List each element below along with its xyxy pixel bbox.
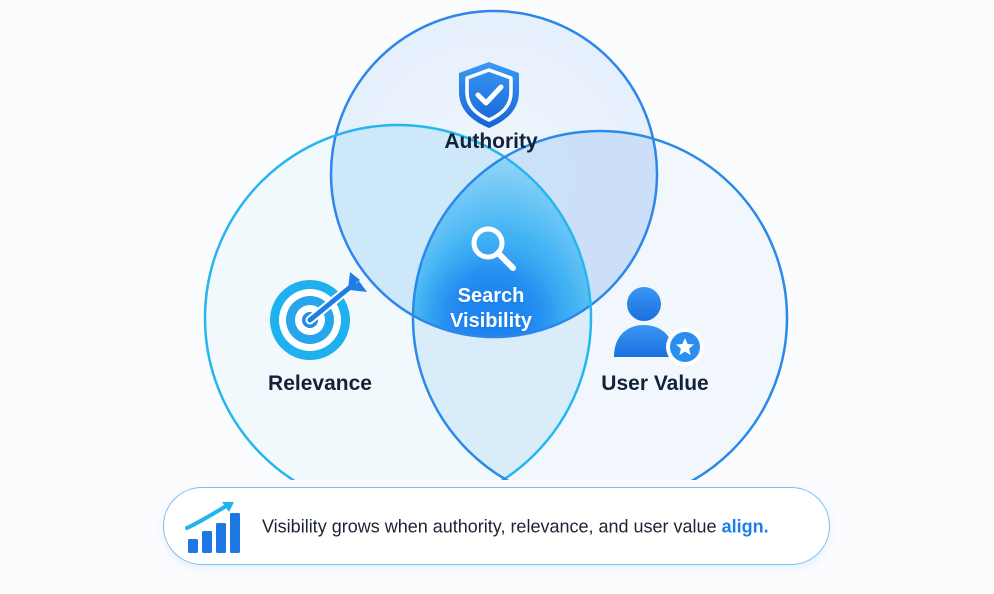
center-label-line-2: Visibility — [450, 310, 532, 332]
user-star-icon — [614, 287, 704, 366]
callout-highlight: align. — [721, 516, 769, 537]
relevance-label: Relevance — [268, 372, 372, 395]
target-arrow-icon — [270, 272, 367, 360]
callout-text: Visibility grows when authority, relevan… — [262, 517, 769, 538]
authority-label: Authority — [444, 130, 538, 153]
growth-chart-icon — [185, 502, 240, 553]
center-label-line-1: Search — [457, 285, 525, 307]
center-label: Search Visibility — [450, 284, 532, 334]
user-value-label: User Value — [601, 372, 709, 395]
callout-banner: Visibility grows when authority, relevan… — [163, 487, 830, 565]
shield-check-icon — [459, 62, 519, 128]
callout-text-main: Visibility grows when authority, relevan… — [262, 516, 717, 537]
magnifier-icon — [471, 226, 516, 271]
